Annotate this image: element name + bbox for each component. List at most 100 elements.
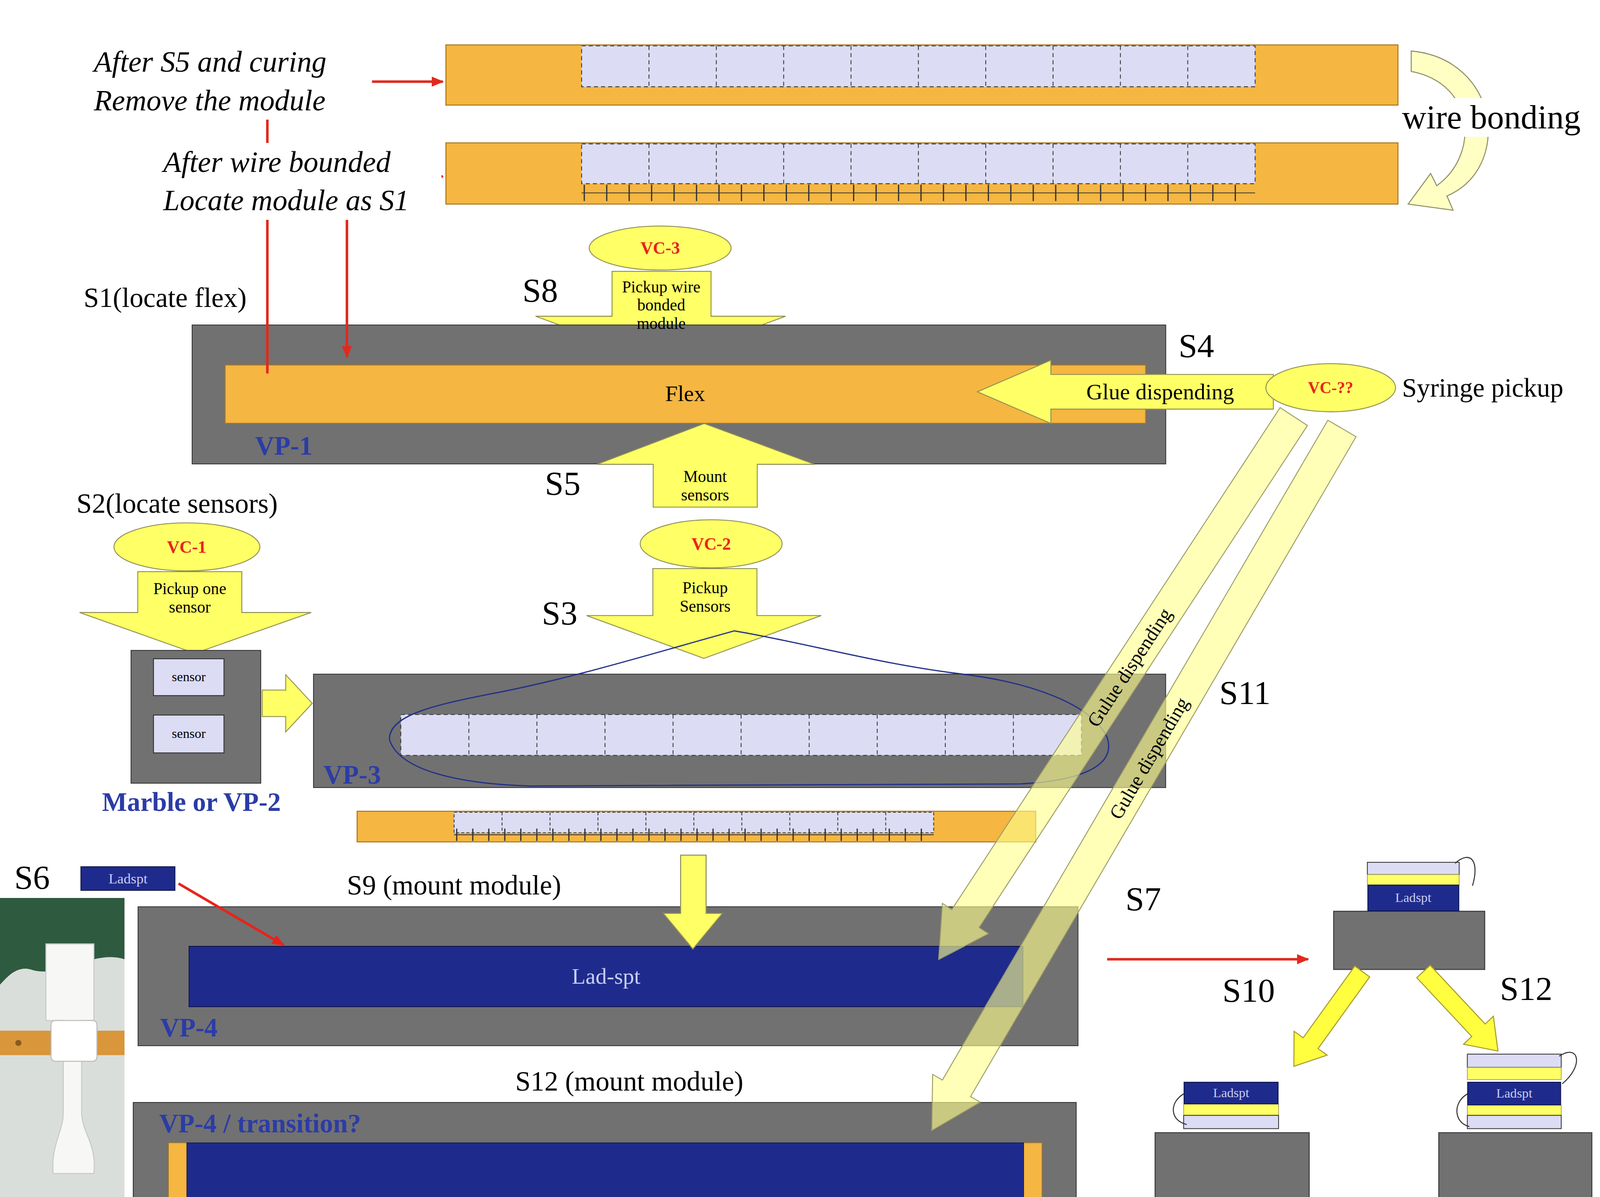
sensor-dividers: [648, 143, 1188, 184]
step-label: S6: [14, 858, 50, 897]
sensor-strip: [400, 714, 1082, 756]
ladder-support-fill: [1184, 1082, 1279, 1104]
red-arrow: [1107, 957, 1309, 961]
annotation-label: wire bonding: [1402, 98, 1581, 137]
annotation-label: S11: [1219, 673, 1271, 713]
step-label: S8: [522, 271, 558, 310]
annotation-label: S12: [1500, 969, 1553, 1009]
flex-bar: [445, 142, 1398, 205]
step-label: S1(locate flex): [83, 281, 247, 314]
red-arrow: [267, 80, 443, 84]
node-label: VP-4: [160, 1012, 218, 1043]
step-label: S3: [541, 594, 578, 633]
text-slot: Syringe pickup: [1402, 363, 1593, 412]
node-label: Ladspt: [108, 870, 148, 887]
text-slot: Lad-spt: [188, 945, 1024, 1007]
arrow-fill: [586, 568, 822, 659]
vacuum-plate: VP-3: [313, 673, 1167, 788]
node-label: VC-1: [167, 537, 207, 557]
text-slot: Mount sensors: [664, 465, 747, 507]
vacuum-plate-fill: [131, 650, 261, 784]
text-slot: Marble or VP-2: [102, 785, 347, 819]
text-slot: Pickup one sensor: [149, 572, 231, 624]
text-slot: VP-1: [255, 430, 500, 462]
annotation-label: S4: [1178, 326, 1215, 366]
glue-layer: [1467, 1067, 1562, 1080]
ellipse-fill: [113, 522, 260, 571]
annotation-label: S10: [1222, 971, 1275, 1010]
node-label: Ladspt: [1496, 1086, 1533, 1101]
glue-layer: [1367, 874, 1460, 885]
annotation-label: After wire bounded Locate module as S1: [163, 142, 442, 220]
node-label: Pickup Sensors: [664, 578, 747, 616]
text-slot: Ladspt: [1467, 1081, 1562, 1105]
vacuum-plate-fill: [313, 674, 1167, 788]
bond-line: [454, 834, 934, 835]
node-label: VC-3: [640, 238, 681, 258]
step-label: S12 (mount module): [515, 1065, 744, 1098]
ladder-support: Ladspt: [1367, 884, 1460, 912]
annotation-label: S5: [544, 464, 581, 503]
decoration: [389, 630, 1109, 786]
mount-arrow: [663, 855, 723, 949]
sensor-layer: [1367, 862, 1460, 875]
node-label: Pickup wire bonded module: [615, 277, 708, 333]
bond-wire: [1454, 857, 1475, 886]
vacuum-plate: sensorsensorMarble or VP-2: [130, 649, 262, 784]
annotation-label: S1(locate flex): [83, 281, 247, 314]
pickup-arrow: Pickup one sensor: [79, 571, 312, 654]
sensor-layer: [1467, 1115, 1562, 1129]
ellipse-fill: [589, 225, 732, 270]
ladder-support-fill: [1367, 885, 1459, 911]
red-arrow: [178, 883, 284, 945]
transfer-arrow: [1416, 965, 1498, 1051]
wire-bonds: [583, 184, 1255, 201]
arrow-fill: [79, 571, 312, 654]
photo-hole: [15, 1039, 22, 1047]
node-label: sensor: [171, 669, 206, 685]
node-label: Mount sensors: [664, 467, 747, 504]
flex-bar: [357, 811, 1036, 842]
node-label: Lad-spt: [572, 963, 641, 989]
chuck-base: [1333, 911, 1485, 970]
node-label: VC-??: [1308, 378, 1354, 398]
node-label: Flex: [665, 381, 706, 407]
glue-layer: [1467, 1104, 1562, 1116]
ladder-support-fill: [189, 946, 1023, 1007]
arrow-fill: [597, 423, 815, 507]
sensor-layer: [1183, 1115, 1279, 1129]
text-slot: VC-1: [113, 522, 261, 572]
text-slot: VC-3: [588, 225, 732, 271]
decoration: [168, 1142, 1043, 1197]
red-arrow: [345, 176, 349, 358]
note: After S5 and curing Remove the module: [94, 42, 373, 120]
annotation-label: S6: [14, 858, 50, 897]
note: After wire bounded Locate module as S1: [163, 142, 442, 220]
step-label: S5: [544, 464, 581, 503]
text-slot: Pickup Sensors: [664, 569, 747, 625]
vacuum-chuck-ellipse: VC-2: [639, 519, 783, 569]
step-label: S10: [1222, 971, 1275, 1010]
ladder-support-fill: [80, 866, 175, 891]
chuck-base: [1438, 1132, 1592, 1197]
sensor-dividers: [469, 714, 1014, 756]
step-label: S11: [1219, 673, 1271, 713]
text-slot: Ladspt: [80, 866, 176, 891]
text-slot: VC-2: [639, 519, 783, 569]
text-slot: Ladspt: [1367, 884, 1460, 912]
text-slot: VP-3: [323, 759, 569, 791]
pickup-arrow: Pickup Sensors: [586, 568, 822, 659]
transfer-arrow: [262, 674, 313, 732]
node-label: Glue dispending: [1086, 379, 1235, 405]
sensor-dividers: [502, 812, 886, 833]
glue-layer: [1183, 1104, 1279, 1116]
text-slot: Gulue dispending: [955, 412, 1305, 923]
red-arrow: [346, 175, 443, 179]
node-label: Ladspt: [1395, 890, 1432, 906]
photo-clamp-head: [51, 1020, 97, 1062]
mount-arrow: Mount sensors: [597, 423, 815, 507]
ladder-support: Lad-spt: [188, 945, 1024, 1007]
arrow-fill: [915, 401, 1318, 975]
text-slot: sensor: [153, 714, 225, 754]
node-label: Pickup one sensor: [149, 579, 231, 616]
